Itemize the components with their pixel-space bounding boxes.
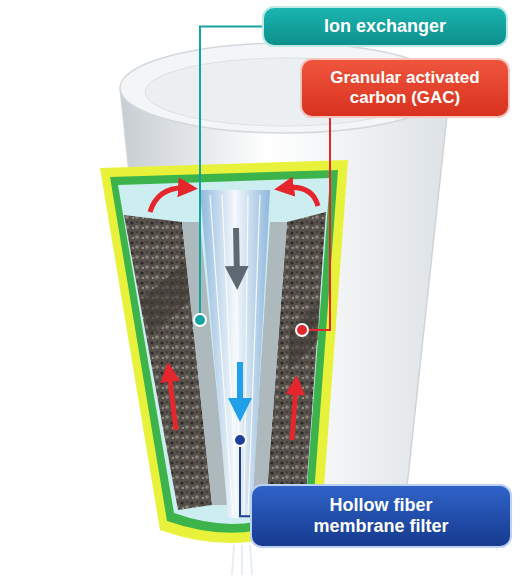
callout-box: Hollow fiber membrane filter [250, 484, 512, 548]
membrane-tube [200, 190, 270, 518]
carbon-shade [288, 300, 320, 370]
outflow-streams [232, 545, 252, 575]
stream [232, 545, 234, 575]
leader-dot [296, 324, 308, 336]
inner-chamber [118, 178, 330, 524]
cutaway-lining [110, 170, 338, 533]
leader-line [200, 27, 262, 320]
fiber [244, 195, 248, 515]
leader-dot [234, 434, 246, 446]
flow-arrow [292, 385, 296, 440]
leader-line [240, 440, 250, 516]
leader-dot [194, 314, 206, 326]
leader-line [302, 118, 330, 330]
flow-arrow [150, 188, 188, 212]
stream [241, 545, 243, 575]
flow-arrow [284, 187, 318, 206]
callout-box: Granular activated carbon (GAC) [300, 58, 510, 118]
callout-text: Granular activated carbon (GAC) [314, 68, 496, 108]
callout-text: Ion exchanger [276, 16, 494, 37]
callout-text: Hollow fiber membrane filter [282, 495, 480, 537]
flow-arrow [236, 228, 237, 278]
stream [250, 545, 252, 575]
callout-box: Ion exchanger [262, 6, 508, 47]
hollow-fibers [210, 195, 260, 515]
carbon-shade [140, 262, 190, 335]
fiber [248, 195, 260, 515]
flow-arrow [237, 362, 243, 410]
flow-arrow [169, 372, 176, 430]
fiber [222, 195, 237, 515]
